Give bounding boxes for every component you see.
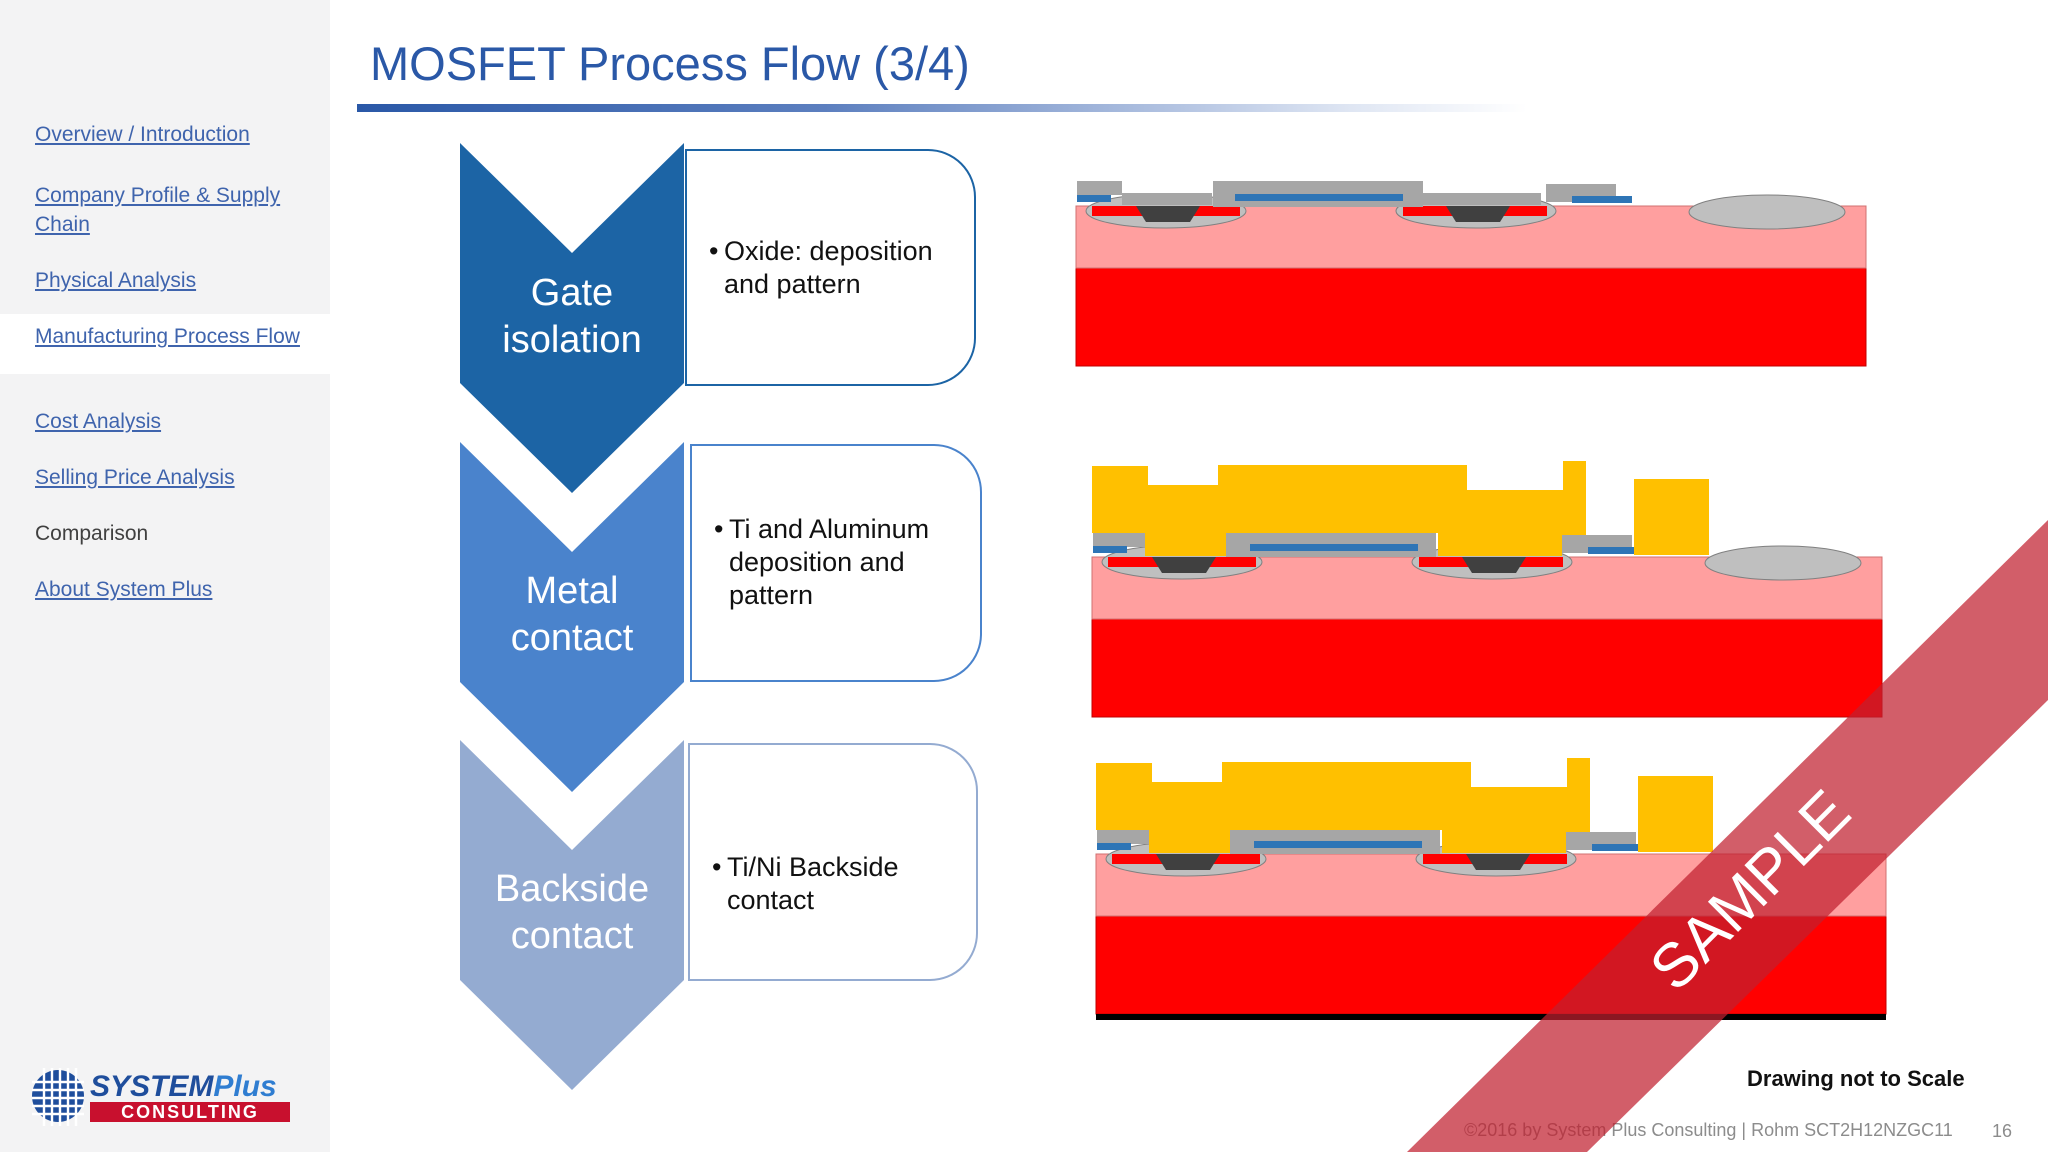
nav-about-system-plus[interactable]: About System Plus	[35, 578, 213, 601]
step-label-line: Metal	[525, 570, 619, 612]
bullet-text: • Ti/Ni Backside contact	[712, 852, 899, 915]
nav-overview[interactable]: Overview / Introduction	[35, 123, 250, 146]
page-number: 16	[1992, 1121, 2013, 1141]
nav-comparison[interactable]: Comparison	[35, 522, 149, 545]
bullet-line: pattern	[729, 580, 814, 610]
svg-text:CONSULTING: CONSULTING	[121, 1102, 259, 1122]
bullet-line: Ti/Ni Backside	[727, 852, 899, 882]
nav-manufacturing-process-flow[interactable]: Manufacturing Process Flow	[35, 325, 300, 348]
cross-section-backside-contact	[1095, 758, 1887, 1020]
step-label-line: contact	[510, 915, 634, 957]
bullet-line: contact	[727, 885, 815, 915]
step-label-gate-isolation: Gate isolation	[460, 270, 684, 364]
bullet-box-backside-contact: • Ti/Ni Backside contact	[688, 743, 978, 981]
cross-section-gate-isolation	[1075, 181, 1867, 367]
step-label-backside-contact: Backside contact	[460, 866, 684, 960]
step-label-metal-contact: Metal contact	[460, 568, 684, 662]
svg-text:SYSTEMPlus: SYSTEMPlus	[90, 1070, 277, 1103]
step-label-line: isolation	[502, 319, 642, 361]
bullet-text: • Oxide: deposition and pattern	[709, 236, 933, 299]
footer-copyright: ©2016 by System Plus Consulting | Rohm S…	[1464, 1120, 1953, 1140]
step-label-line: Backside	[494, 868, 650, 910]
cross-section-metal-contact	[1091, 461, 1883, 718]
bullet-line: Ti and Aluminum	[729, 514, 930, 544]
sidebar: Overview / Introduction Company Profile …	[0, 0, 330, 1152]
bullet-line: Oxide: deposition	[724, 236, 933, 266]
nav-company-profile[interactable]: Company Profile & Supply	[35, 184, 281, 207]
system-plus-logo: SYSTEMPlus CONSULTING	[32, 1068, 290, 1126]
bullet-box-gate-isolation: • Oxide: deposition and pattern	[685, 149, 976, 386]
nav-physical-analysis[interactable]: Physical Analysis	[35, 269, 197, 292]
step-label-line: Gate	[530, 272, 614, 314]
chevron-gate-isolation	[460, 143, 684, 493]
bullet-box-metal-contact: • Ti and Aluminum deposition and pattern	[690, 444, 982, 682]
chevron-backside-contact	[460, 740, 684, 1090]
page-title: MOSFET Process Flow (3/4)	[370, 37, 970, 90]
nav-selling-price-analysis[interactable]: Selling Price Analysis	[35, 466, 235, 489]
bullet-line: deposition and	[729, 547, 905, 577]
nav-company-profile-line2[interactable]: Chain	[35, 213, 90, 236]
nav-cost-analysis[interactable]: Cost Analysis	[35, 410, 162, 433]
bullet-text: • Ti and Aluminum deposition and pattern	[714, 514, 930, 610]
active-nav-highlight	[0, 314, 330, 374]
bullet-line: and pattern	[724, 269, 861, 299]
drawing-scale-note: Drawing not to Scale	[1747, 1066, 1965, 1091]
title-underline	[357, 104, 1527, 112]
step-label-line: contact	[510, 617, 634, 659]
chevron-metal-contact	[460, 442, 684, 792]
